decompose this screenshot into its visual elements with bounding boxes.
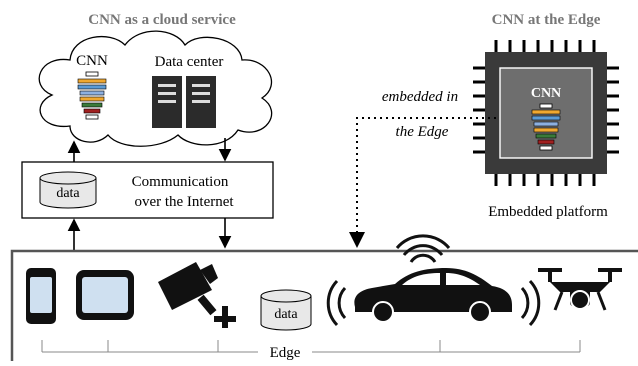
comm-data-label: data [56, 186, 80, 201]
edge-heading: CNN at the Edge [492, 12, 601, 28]
embedded-note-line2: the Edge [396, 124, 449, 140]
cloud-cnn-label: CNN [76, 53, 108, 69]
drone-icon [538, 268, 622, 311]
cloud-heading: CNN as a cloud service [88, 12, 236, 28]
connected-car-icon [326, 234, 541, 327]
comm-line1: Communication [132, 174, 229, 190]
chip-cnn-label: CNN [531, 86, 561, 101]
database-icon [39, 171, 97, 209]
server-icon [152, 76, 216, 128]
dotted-connector [349, 117, 496, 248]
cnn-layers-icon [77, 71, 107, 120]
edge-data-label: data [274, 307, 298, 322]
chip-cnn-layers-icon [531, 103, 561, 151]
security-camera-icon [158, 262, 236, 328]
tablet-icon [76, 270, 134, 320]
edge-frame [10, 249, 638, 361]
edge-axis [41, 340, 581, 353]
smartphone-icon [26, 268, 56, 324]
comm-line2: over the Internet [134, 194, 234, 210]
edge-database-icon [260, 289, 312, 331]
datacenter-label: Data center [155, 54, 224, 70]
embedded-note-line1: embedded in [382, 89, 458, 105]
chip-caption: Embedded platform [488, 204, 608, 220]
edge-axis-label: Edge [270, 345, 301, 361]
